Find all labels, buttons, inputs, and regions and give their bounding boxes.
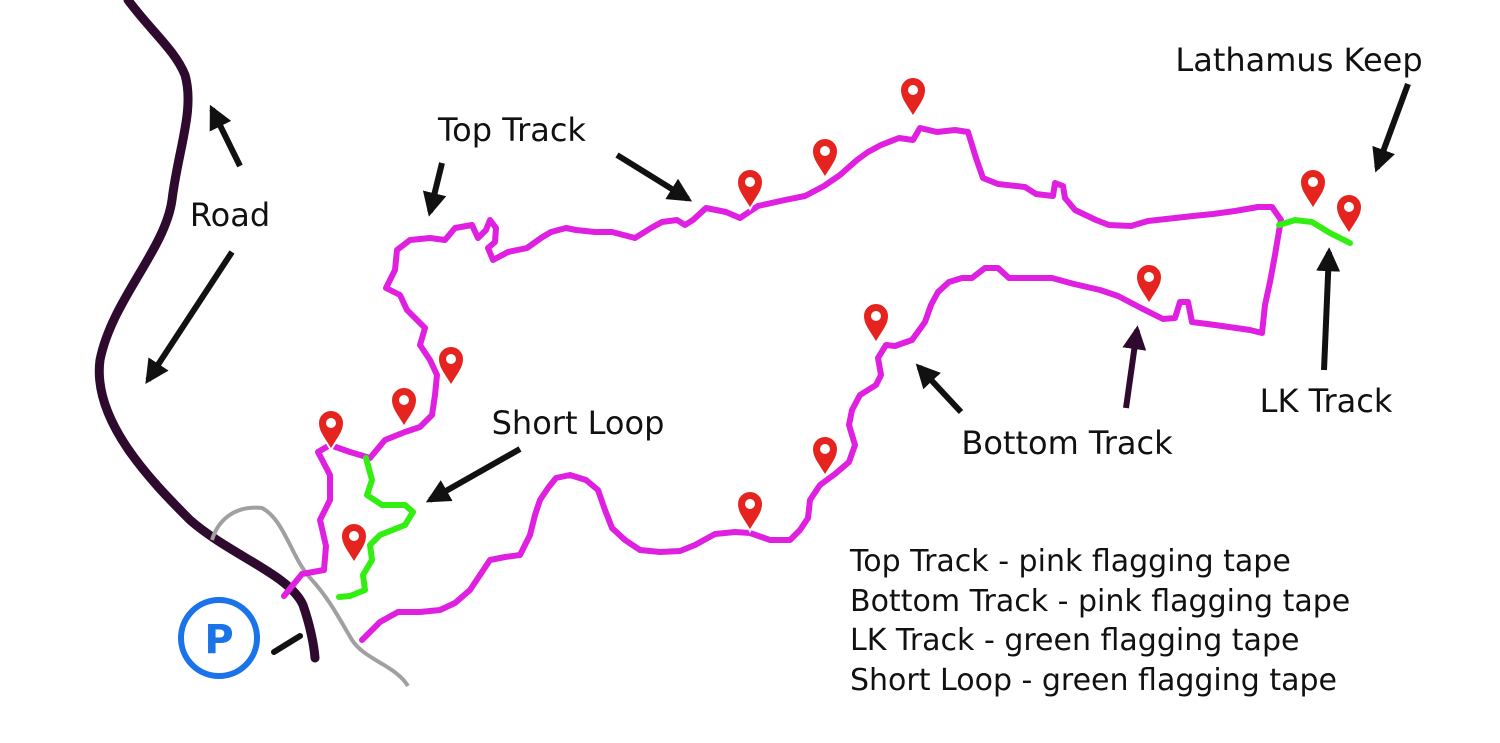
arrow-icon xyxy=(425,446,522,503)
legend: Top Track - pink flagging tape Bottom Tr… xyxy=(849,544,1350,698)
legend-item: Top Track - pink flagging tape xyxy=(849,544,1291,579)
arrow-icon xyxy=(1316,247,1341,371)
map-pin-icon[interactable] xyxy=(899,76,927,118)
map-pin-icon[interactable] xyxy=(736,490,764,532)
side-path xyxy=(210,505,410,688)
road-line xyxy=(94,0,320,663)
arrow-icon xyxy=(209,104,243,168)
legend-item: Bottom Track - pink flagging tape xyxy=(850,584,1350,619)
map-pin-icon[interactable] xyxy=(811,137,839,179)
map-pin-icon[interactable] xyxy=(1135,263,1163,305)
top-track-line xyxy=(281,125,1284,643)
map-pin-icon[interactable] xyxy=(862,302,890,344)
parking-icon[interactable]: P xyxy=(178,597,303,679)
short-loop-label: Short Loop xyxy=(492,404,665,442)
map-pin-icon[interactable] xyxy=(317,409,345,451)
map-pin-icon[interactable] xyxy=(437,345,465,387)
map-pin-icon[interactable] xyxy=(1335,193,1363,235)
bottom-track-label: Bottom Track xyxy=(961,424,1173,462)
legend-item: LK Track - green flagging tape xyxy=(850,623,1299,658)
arrow-icon xyxy=(915,363,964,415)
lk-track-label: LK Track xyxy=(1260,382,1393,420)
road-label: Road xyxy=(190,196,270,234)
map-pin-icon[interactable] xyxy=(811,435,839,477)
arrow-icon xyxy=(145,250,235,385)
parking-letter: P xyxy=(204,617,233,663)
lathamus-keep-label: Lathamus Keep xyxy=(1175,41,1422,79)
map-pin-icon[interactable] xyxy=(390,386,418,428)
map-pin-icon[interactable] xyxy=(1299,168,1327,210)
arrow-icon xyxy=(615,152,693,202)
map-pin-icon[interactable] xyxy=(340,522,368,564)
lk-track-line xyxy=(1276,216,1353,246)
short-loop-line xyxy=(336,455,416,600)
legend-item: Short Loop - green flagging tape xyxy=(850,663,1337,698)
arrow-icon xyxy=(1122,325,1147,409)
top-track-label: Top Track xyxy=(437,111,586,149)
arrow-icon xyxy=(422,162,447,217)
arrow-icon xyxy=(1372,82,1411,173)
